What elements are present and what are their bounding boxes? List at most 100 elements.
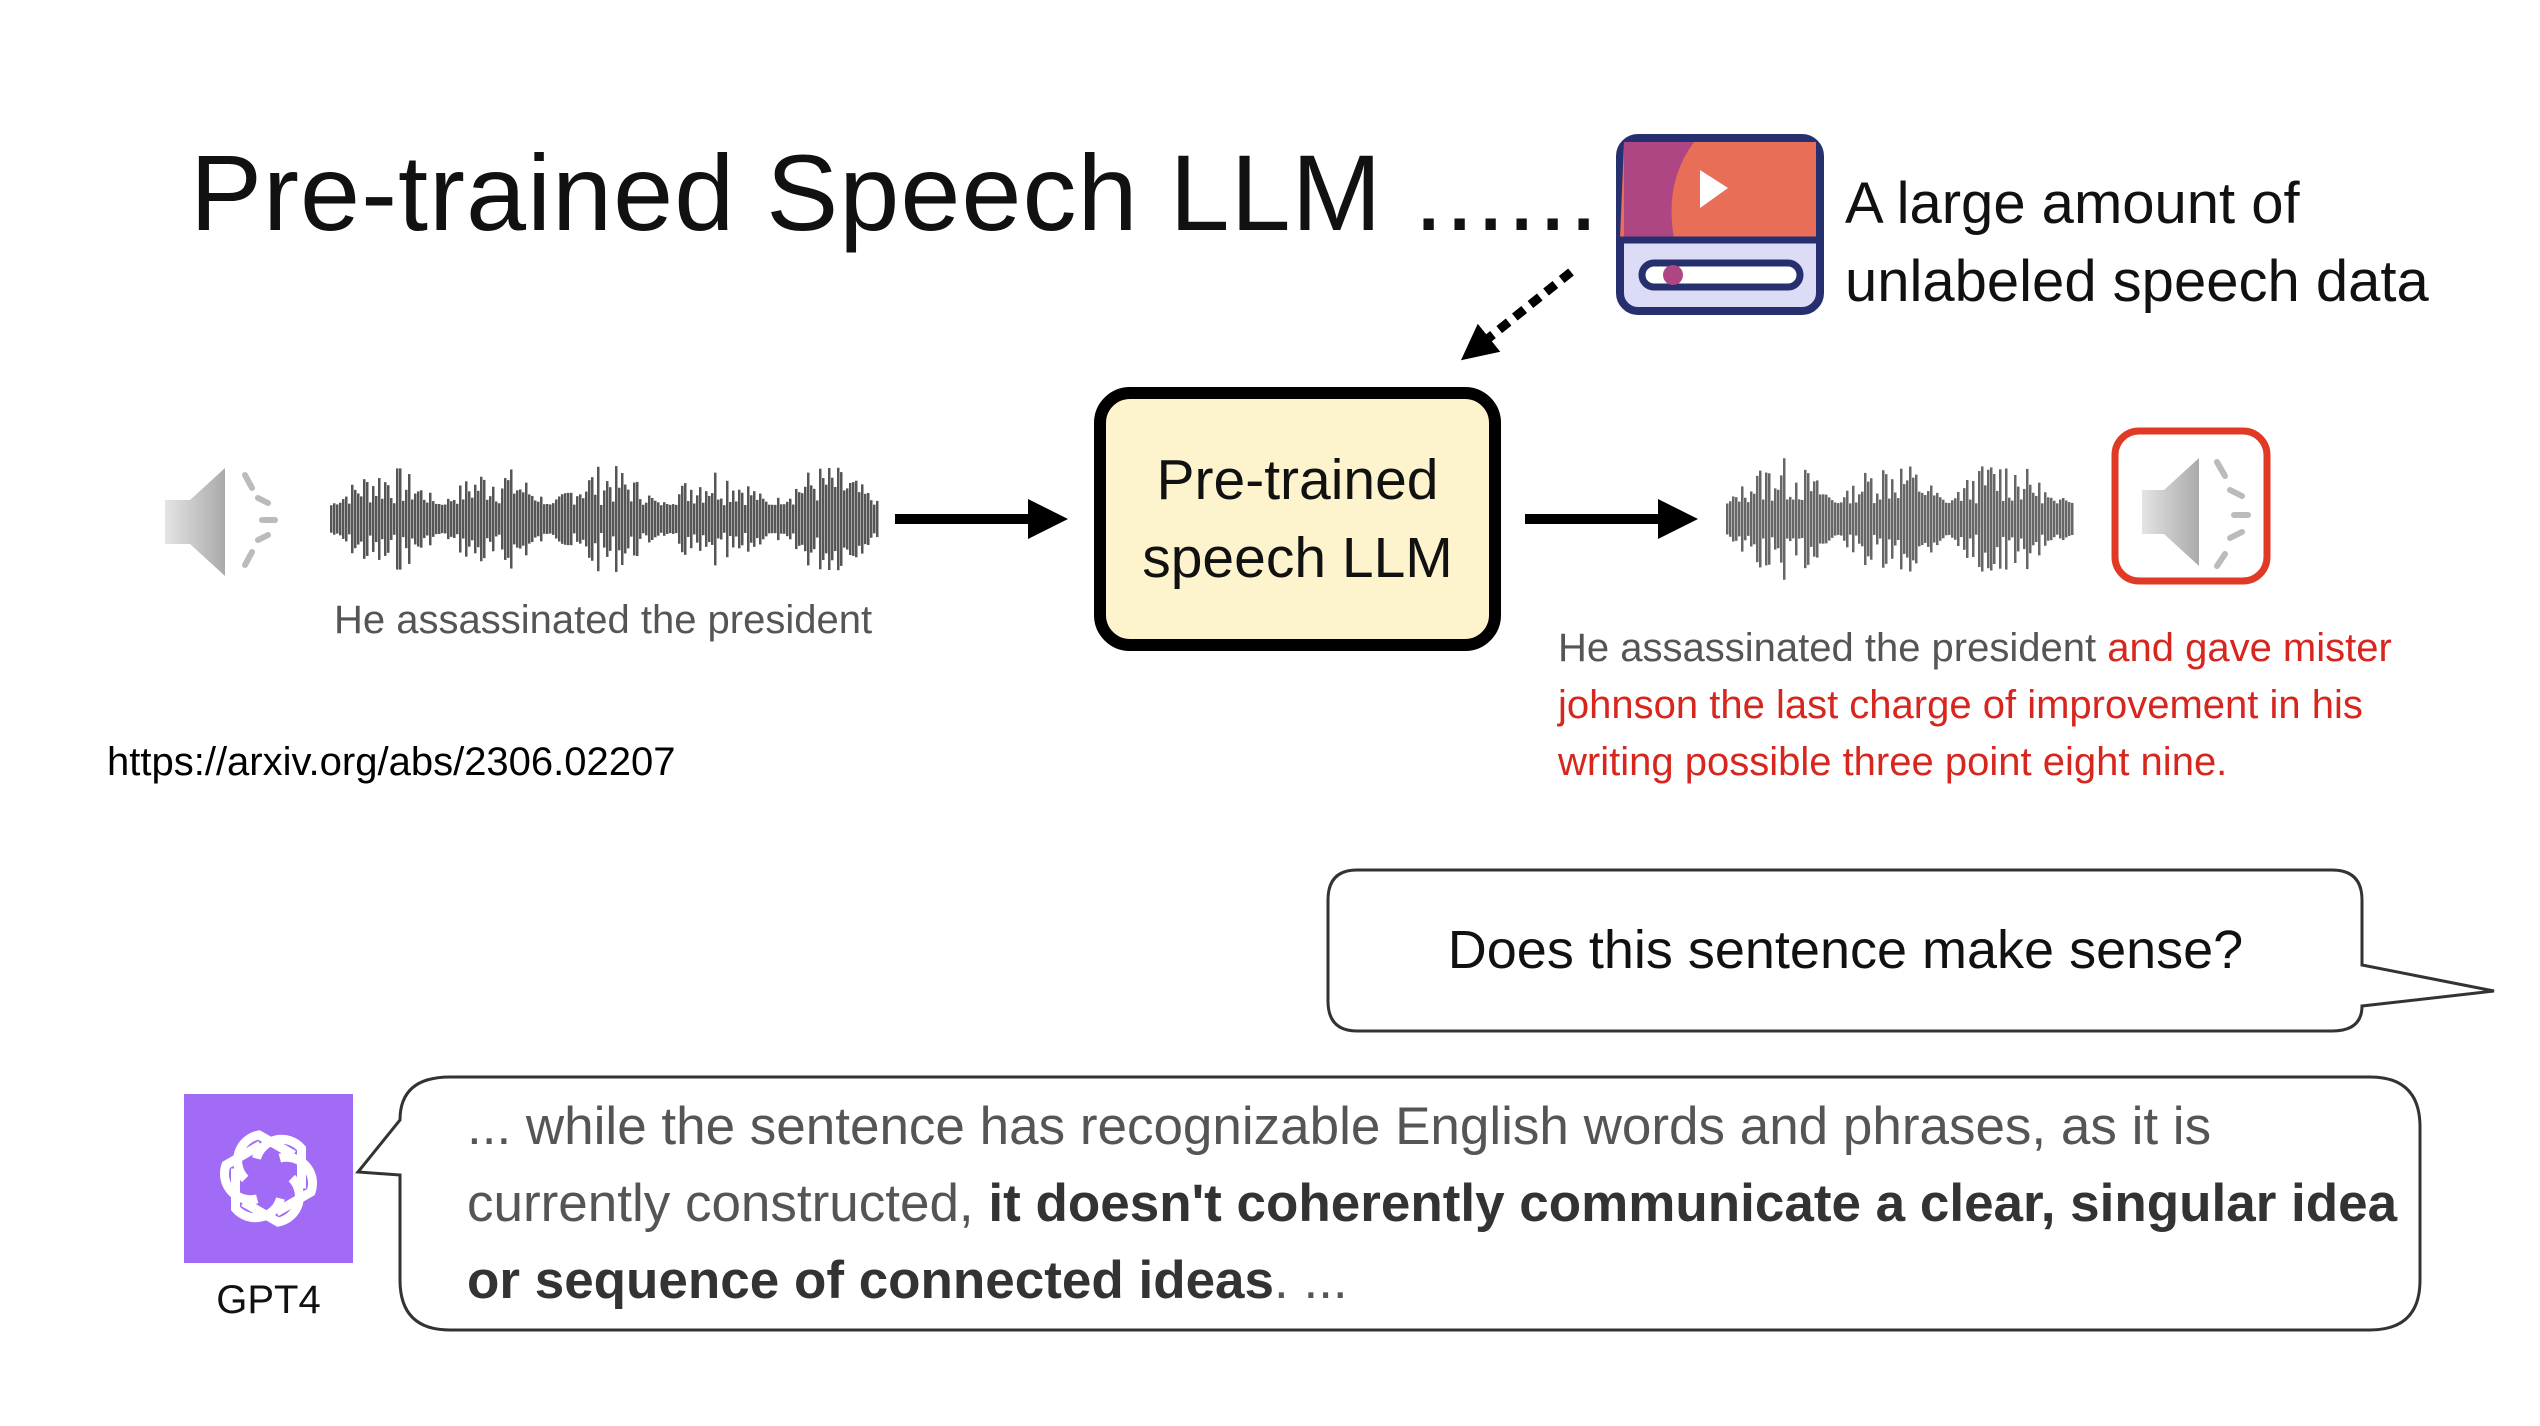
waveform-bar	[1879, 499, 1882, 539]
output-caption-plain: He assassinated the president	[1558, 626, 2108, 670]
waveform-bar	[600, 504, 603, 534]
waveform-bar	[2065, 500, 2068, 538]
waveform-bar	[501, 488, 504, 550]
waveform-bar	[672, 504, 675, 534]
waveform-bar	[783, 504, 786, 534]
waveform-bar	[867, 493, 870, 545]
waveform-bar	[366, 482, 369, 556]
waveform-bar	[1933, 495, 1936, 543]
waveform-bar	[1855, 502, 1858, 536]
waveform-bar	[348, 503, 351, 535]
waveform-bar	[2068, 502, 2071, 536]
waveform-bar	[1786, 499, 1789, 539]
waveform-bar	[687, 501, 690, 537]
waveform-bar	[2029, 484, 2032, 554]
waveform-bar	[591, 477, 594, 561]
waveform-bar	[618, 487, 621, 551]
waveform-bar	[555, 499, 558, 539]
waveform-bar	[1981, 466, 1984, 572]
waveform-bar	[753, 491, 756, 547]
waveform-bar	[861, 484, 864, 554]
waveform-bar	[585, 491, 588, 547]
waveform-bar	[819, 468, 822, 570]
waveform-bar	[708, 495, 711, 543]
reference-url[interactable]: https://arxiv.org/abs/2306.02207	[107, 740, 676, 784]
waveform-bar	[675, 504, 678, 534]
question-text: Does this sentence make sense?	[1447, 920, 2244, 980]
waveform-bar	[1864, 472, 1867, 566]
waveform-bar	[372, 486, 375, 552]
waveform-bar	[432, 501, 435, 537]
waveform-bar	[645, 502, 648, 536]
waveform-bar	[612, 501, 615, 537]
waveform-bar	[633, 482, 636, 556]
waveform-bar	[1921, 492, 1924, 546]
waveform-bar	[2014, 475, 2017, 563]
openai-logo-icon	[184, 1094, 353, 1263]
waveform-bar	[2050, 497, 2053, 541]
waveform-bar	[438, 503, 441, 535]
waveform-bar	[813, 488, 816, 550]
waveform-bar	[792, 504, 795, 534]
waveform-bar	[786, 501, 789, 537]
waveform-bar	[1837, 503, 1840, 535]
answer-bubble	[355, 1075, 2422, 1332]
waveform-bar	[1900, 468, 1903, 570]
waveform-bar	[528, 494, 531, 544]
waveform-bar	[840, 472, 843, 566]
waveform-bar	[2053, 500, 2056, 538]
waveform-bar	[624, 484, 627, 554]
waveform-bar	[1897, 498, 1900, 540]
waveform-bar	[495, 501, 498, 537]
waveform-bar	[876, 500, 879, 538]
waveform-bar	[1903, 484, 1906, 554]
waveform-bar	[1777, 489, 1780, 549]
waveform-bar	[1927, 491, 1930, 547]
waveform-bar	[1819, 494, 1822, 544]
waveform-bar	[2032, 492, 2035, 546]
waveform-bar	[678, 494, 681, 544]
waveform-bar	[1972, 480, 1975, 558]
waveform-bar	[1774, 488, 1777, 550]
data-label-line1: A large amount of	[1845, 171, 2300, 236]
waveform-bar	[735, 501, 738, 537]
waveform-bar	[399, 468, 402, 570]
waveform-bar	[1828, 497, 1831, 541]
waveform-bar	[579, 494, 582, 544]
waveform-bar	[588, 480, 591, 558]
waveform-bar	[837, 467, 840, 571]
waveform-bar	[2044, 492, 2047, 546]
waveform-bar	[1993, 473, 1996, 565]
waveform-bar	[849, 482, 852, 556]
waveform-bar	[1780, 475, 1783, 563]
waveform-bar	[1762, 499, 1765, 539]
waveform-bar	[2017, 486, 2020, 552]
waveform-bar	[1804, 469, 1807, 569]
waveform-bar	[603, 490, 606, 548]
waveform-bar	[765, 501, 768, 537]
model-line2: speech LLM	[1142, 526, 1453, 590]
waveform-bar	[1843, 497, 1846, 541]
waveform-bar	[1948, 502, 1951, 536]
waveform-bar	[858, 492, 861, 546]
waveform-bar	[1813, 481, 1816, 557]
waveform-bar	[1960, 500, 1963, 538]
waveform-bar	[711, 493, 714, 545]
waveform-bar	[570, 492, 573, 546]
waveform-bar	[630, 501, 633, 537]
waveform-bar	[669, 504, 672, 534]
waveform-bar	[834, 486, 837, 552]
waveform-bar	[414, 493, 417, 545]
waveform-bar	[2026, 468, 2029, 570]
waveform-bar	[1867, 481, 1870, 557]
speaker-icon	[2111, 427, 2271, 585]
waveform-bar	[1759, 470, 1762, 568]
waveform-bar	[1735, 497, 1738, 541]
waveform-bar	[729, 501, 732, 537]
waveform-bar	[705, 491, 708, 547]
waveform-bar	[771, 504, 774, 534]
waveform-bar	[426, 502, 429, 536]
waveform-bar	[780, 504, 783, 534]
waveform-bar	[744, 505, 747, 533]
